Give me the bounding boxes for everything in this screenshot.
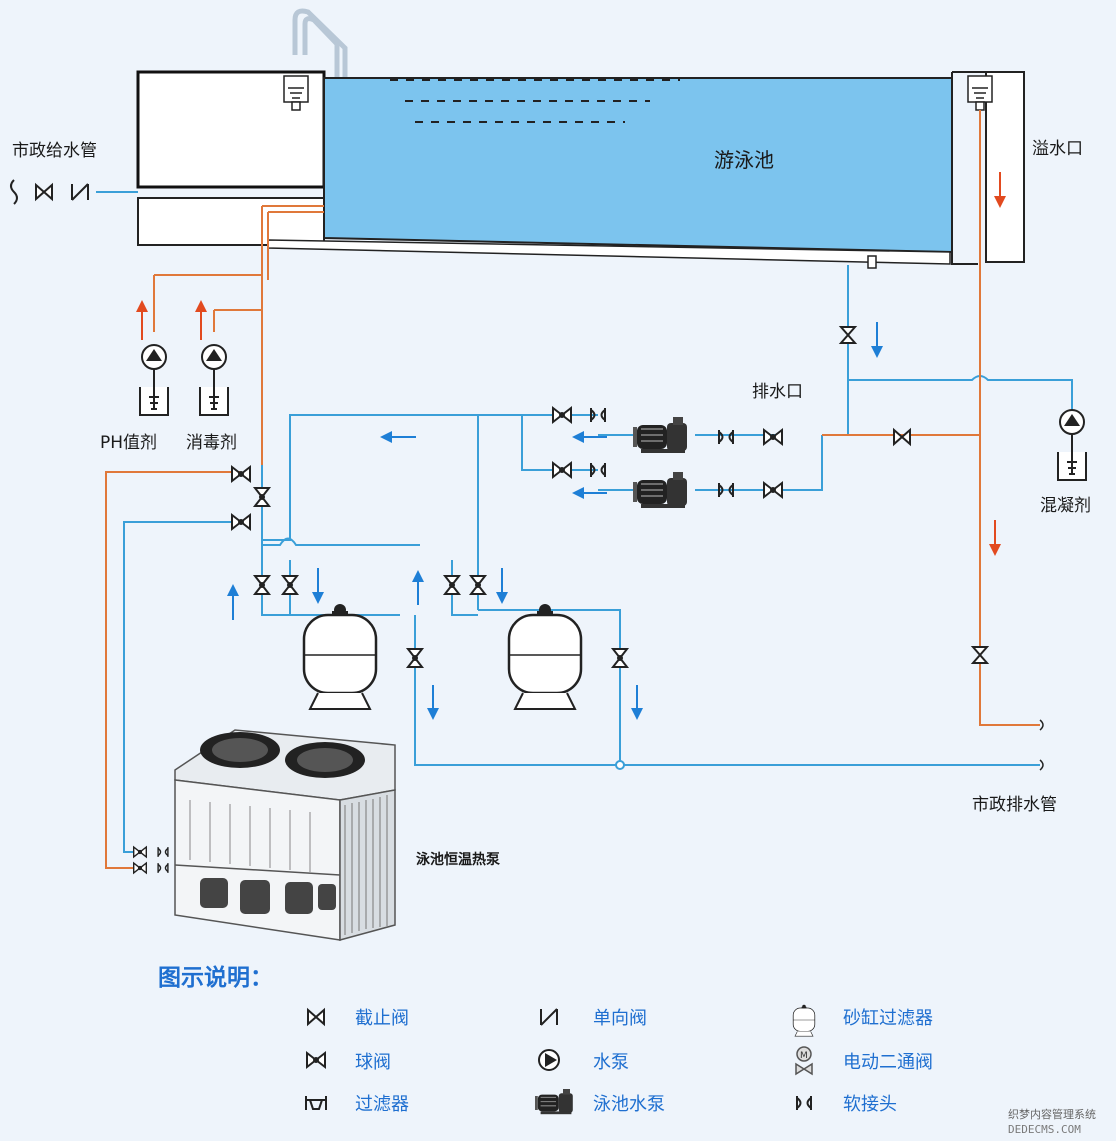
blue-pipes (96, 191, 1073, 853)
legend-label: 砂缸过滤器 (843, 1007, 933, 1029)
pool-pump-icon (632, 416, 688, 454)
flow-arrows-blue (227, 322, 883, 720)
ball-valve-icon (306, 1052, 326, 1068)
legend: 图示说明： 截止阀 单向阀 砂缸过滤器 球阀 水泵 M 电动二通阀 过滤器 泳池 (158, 964, 933, 1115)
watermark-text: 织梦内容管理系统 (1008, 1107, 1096, 1121)
sand-filter-icon (792, 1004, 816, 1037)
label-ph-agent: PH值剂 (100, 433, 157, 453)
tank-skimmer (283, 75, 309, 111)
legend-label: 电动二通阀 (843, 1052, 933, 1073)
label-disinfectant: 消毒剂 (186, 433, 237, 453)
stop-valve-icon (35, 184, 53, 200)
stop-valve-icon (307, 1007, 325, 1027)
flexible-joint-icon (796, 1095, 812, 1111)
water-surface-dashes (390, 79, 680, 123)
ph-doser (139, 344, 169, 416)
strainer-icon (305, 1096, 327, 1110)
sand-filter-icon (302, 602, 378, 711)
check-valve-icon (540, 1008, 558, 1026)
legend-label: 截止阀 (355, 1008, 409, 1029)
label-pool: 游泳池 (714, 148, 774, 172)
pool-ladder (292, 8, 348, 135)
water-pump-icon (538, 1049, 560, 1071)
pool-pump-icon (534, 1088, 574, 1115)
legend-title: 图示说明： (158, 964, 273, 991)
legend-label: 单向阀 (593, 1008, 647, 1029)
disinfectant-doser (199, 344, 229, 416)
legend-label: 软接头 (843, 1094, 897, 1115)
label-coagulant: 混凝剂 (1040, 496, 1091, 516)
pool-wall-right (952, 71, 1025, 263)
label-drain-outlet: 排水口 (752, 382, 803, 402)
label-heat-pump: 泳池恒温热泵 (416, 851, 500, 868)
pool-water (323, 77, 953, 254)
svg-text:M: M (800, 1051, 808, 1061)
overflow-skimmer (967, 75, 993, 111)
heat-pump-unit (174, 729, 396, 941)
label-overflow: 溢水口 (1032, 139, 1083, 159)
pool-pump-icon (632, 471, 688, 509)
motorized-valve-icon: M (795, 1046, 813, 1076)
sand-filter-icon (507, 602, 583, 711)
flow-arrows-red (136, 172, 1006, 556)
label-municipal-supply: 市政给水管 (12, 141, 97, 161)
valves (10, 179, 1044, 874)
legend-label: 水泵 (593, 1052, 629, 1073)
legend-label: 球阀 (355, 1052, 391, 1073)
coagulant-doser (1057, 409, 1087, 481)
check-valve-icon (71, 183, 89, 201)
watermark-domain: DEDECMS.COM (1008, 1123, 1081, 1136)
legend-label: 泳池水泵 (593, 1094, 665, 1115)
legend-label: 过滤器 (355, 1094, 409, 1115)
label-municipal-drain: 市政排水管 (972, 795, 1057, 815)
